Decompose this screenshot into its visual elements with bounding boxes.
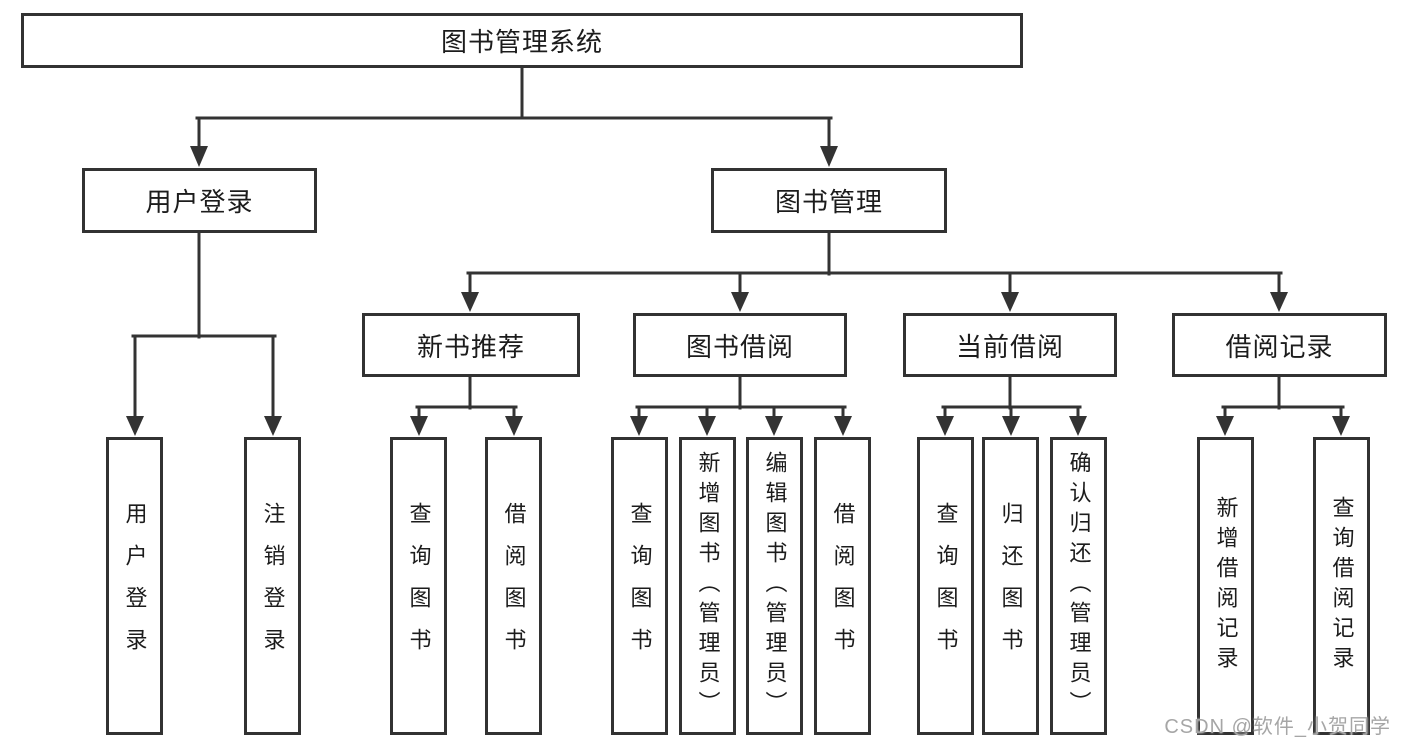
watermark-text: CSDN @软件_小贺同学 xyxy=(1164,716,1391,738)
node-library-management-system: 图书管理系统 xyxy=(21,13,1023,68)
leaf-return-books: 归还图书 xyxy=(982,437,1039,735)
node-book-borrowing: 图书借阅 xyxy=(633,313,847,377)
node-current-borrowing: 当前借阅 xyxy=(903,313,1117,377)
leaf-label: 新增图书（管理员） xyxy=(695,451,721,721)
node-label: 新书推荐 xyxy=(416,331,525,362)
node-book-management: 图书管理 xyxy=(711,168,947,233)
node-label: 用户登录 xyxy=(145,187,254,217)
node-new-book-recommendation: 新书推荐 xyxy=(362,313,580,377)
leaf-user-login: 用户登录 xyxy=(106,437,163,735)
node-label: 图书管理系统 xyxy=(440,27,603,57)
node-label: 借阅记录 xyxy=(1225,331,1334,362)
leaf-label: 查询图书 xyxy=(406,502,432,670)
leaf-label: 借阅图书 xyxy=(830,502,856,670)
node-label: 图书借阅 xyxy=(685,331,794,362)
leaf-label: 用户登录 xyxy=(122,502,148,670)
leaf-confirm-return-admin: 确认归还（管理员） xyxy=(1050,437,1107,735)
leaf-query-books: 查询图书 xyxy=(611,437,668,735)
node-label: 图书管理 xyxy=(774,187,883,217)
leaf-borrow-books: 借阅图书 xyxy=(485,437,542,735)
node-borrowing-records: 借阅记录 xyxy=(1172,313,1387,377)
leaf-label: 确认归还（管理员） xyxy=(1066,451,1092,721)
node-label: 当前借阅 xyxy=(955,331,1064,362)
leaf-label: 查询图书 xyxy=(627,502,653,670)
leaf-label: 查询借阅记录 xyxy=(1329,496,1355,676)
leaf-logout-login: 注销登录 xyxy=(244,437,301,735)
leaf-label: 归还图书 xyxy=(998,502,1024,670)
leaf-label: 查询图书 xyxy=(933,502,959,670)
leaf-add-books-admin: 新增图书（管理员） xyxy=(679,437,736,735)
leaf-label: 新增借阅记录 xyxy=(1213,496,1239,676)
leaf-label: 注销登录 xyxy=(260,502,286,670)
leaf-query-books: 查询图书 xyxy=(390,437,447,735)
leaf-edit-books-admin: 编辑图书（管理员） xyxy=(746,437,803,735)
node-user-login: 用户登录 xyxy=(82,168,317,233)
leaf-label: 编辑图书（管理员） xyxy=(762,451,788,721)
leaf-label: 借阅图书 xyxy=(501,502,527,670)
leaf-query-books: 查询图书 xyxy=(917,437,974,735)
arrowhead-icons xyxy=(126,146,1350,436)
leaf-query-borrow-record: 查询借阅记录 xyxy=(1313,437,1370,735)
leaf-borrow-books: 借阅图书 xyxy=(814,437,871,735)
leaf-add-borrow-record: 新增借阅记录 xyxy=(1197,437,1254,735)
